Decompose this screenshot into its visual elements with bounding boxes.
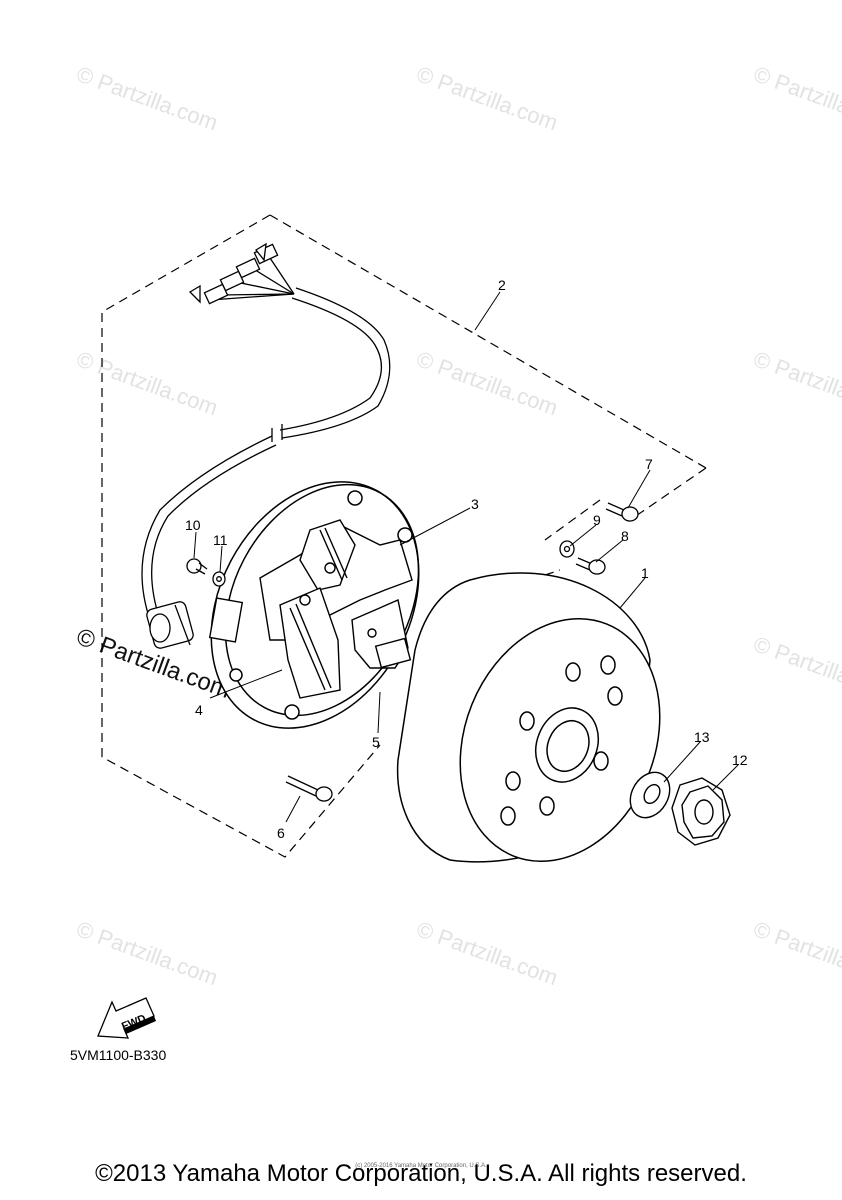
screw-10 [186, 558, 208, 575]
callout-1: 1 [641, 565, 649, 581]
callout-13: 13 [694, 729, 710, 745]
callout-4: 4 [195, 702, 203, 718]
copyright-notice: ©2013 Yamaha Motor Corporation, U.S.A. A… [95, 1160, 747, 1187]
callout-10: 10 [185, 517, 201, 533]
watermark: © Partzilla.com [73, 916, 221, 990]
watermark: © Partzilla.com [73, 61, 221, 135]
flywheel-rotor [396, 572, 661, 863]
callout-7: 7 [645, 456, 653, 472]
callout-8: 8 [621, 528, 629, 544]
watermark: © Partzilla.com [750, 61, 842, 135]
diagram-code: 5VM1100-B330 [70, 1047, 167, 1063]
nut [671, 777, 731, 846]
watermark: © Partzilla.com [750, 631, 842, 705]
watermark: © Partzilla.com [413, 346, 561, 420]
washer [629, 771, 671, 819]
washer-11 [212, 571, 226, 587]
callout-12: 12 [732, 752, 748, 768]
callout-2: 2 [498, 277, 506, 293]
screw-7 [605, 502, 639, 522]
watermark: © Partzilla.com [750, 346, 842, 420]
callouts: 1 2 3 4 5 6 7 8 9 10 11 12 13 [185, 277, 748, 841]
screw-6 [285, 775, 333, 802]
connectors [188, 242, 279, 305]
stator-coils [208, 519, 413, 699]
callout-6: 6 [277, 825, 285, 841]
assembly-boundary [101, 214, 707, 858]
watermark: © Partzilla.com [73, 346, 221, 420]
callout-9: 9 [593, 512, 601, 528]
wire-harness [141, 254, 391, 621]
washer-9 [559, 540, 575, 558]
callout-3: 3 [471, 496, 479, 512]
callout-11: 11 [213, 532, 228, 548]
screw-8 [575, 557, 606, 575]
watermark: © Partzilla.com [750, 916, 842, 990]
callout-5: 5 [372, 734, 380, 750]
tiny-copyright: (c) 2005-2016 Yamaha Motor Corporation, … [355, 1163, 487, 1169]
leader-lines [193, 291, 739, 823]
fwd-arrow-icon: FWD [97, 997, 156, 1039]
cable-grommet [146, 601, 194, 649]
watermark: © Partzilla.com [413, 916, 561, 990]
watermark: © Partzilla.com [413, 61, 561, 135]
